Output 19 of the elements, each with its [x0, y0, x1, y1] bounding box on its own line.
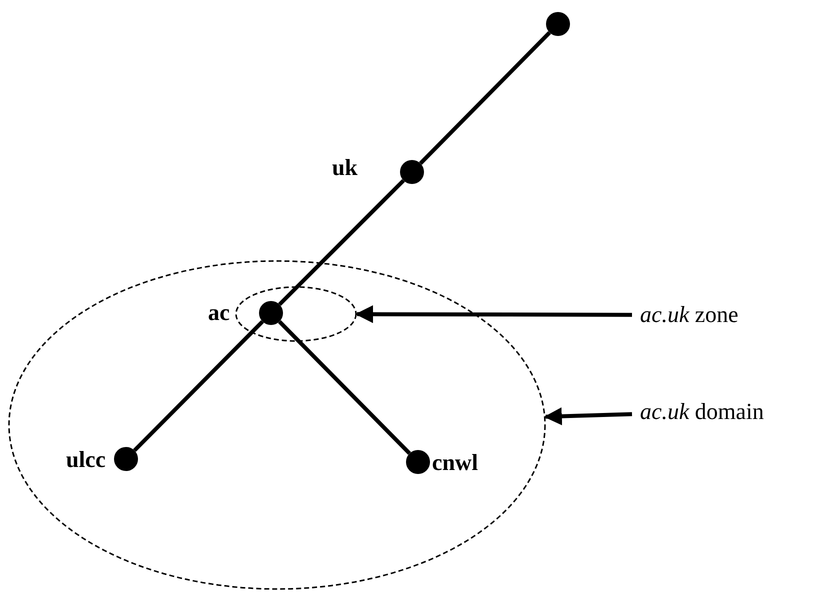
- node-label: cnwl: [432, 450, 478, 476]
- tree-branch-line: [133, 320, 264, 452]
- node-label: ac: [208, 300, 230, 326]
- tree-node-dot: [259, 301, 283, 325]
- arrow: [355, 305, 632, 324]
- tree-node-dot: [400, 160, 424, 184]
- zone-label: ac.uk domain: [640, 399, 764, 425]
- zone-label: ac.uk zone: [640, 302, 738, 328]
- node-label: uk: [332, 155, 358, 181]
- tree-node-dot: [114, 447, 138, 471]
- tree-branch-line: [419, 31, 551, 165]
- dashed-ellipse: [8, 260, 546, 590]
- tree-branch-line: [278, 179, 405, 306]
- dashed-ellipse: [235, 286, 357, 342]
- arrow: [544, 407, 632, 426]
- node-label: ulcc: [66, 447, 106, 473]
- tree-branch-line: [278, 320, 411, 455]
- tree-node-dot: [406, 450, 430, 474]
- tree-node-dot: [546, 12, 570, 36]
